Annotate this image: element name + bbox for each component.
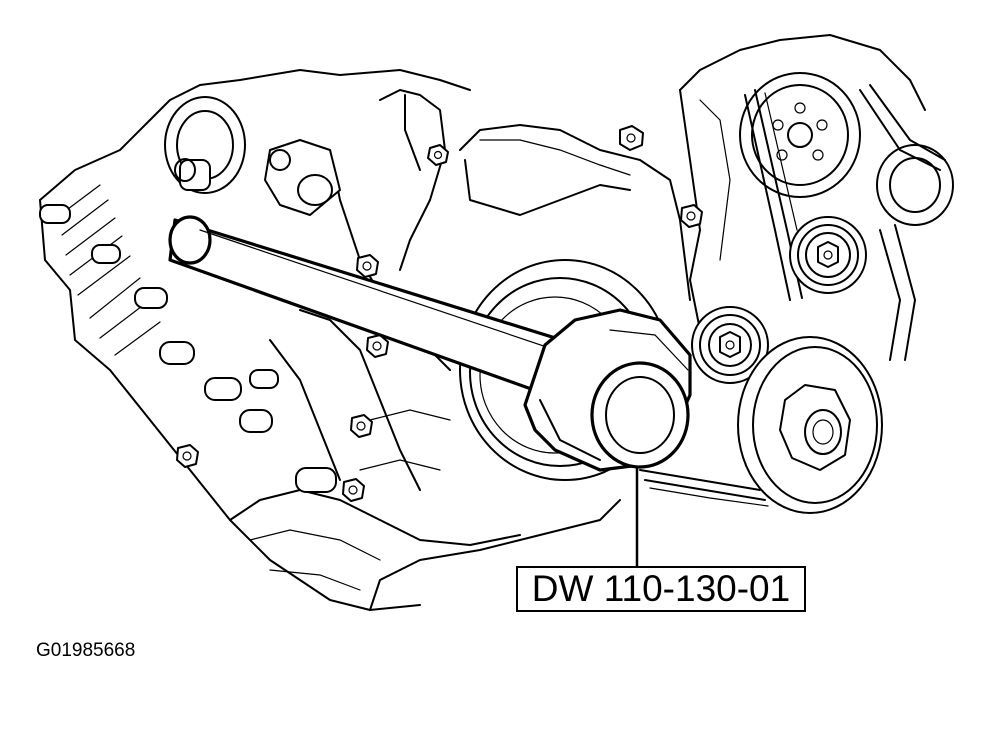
pulley-upper-right bbox=[739, 72, 861, 198]
studs bbox=[39, 204, 337, 493]
figure-id-caption: G01985668 bbox=[36, 640, 136, 661]
special-tool-handle bbox=[168, 215, 612, 412]
idler-pulley-upper-left bbox=[164, 96, 246, 194]
toothed-idler-pulley bbox=[789, 216, 867, 294]
tool-callout-label: DW 110-130-01 bbox=[516, 566, 806, 612]
bolt-head bbox=[342, 478, 365, 502]
toothed-idler-pulley-lower bbox=[691, 306, 769, 384]
bolt-head bbox=[619, 125, 644, 151]
bolt-heads bbox=[176, 125, 703, 502]
bolt-head bbox=[427, 144, 449, 166]
bolt-head bbox=[356, 254, 379, 278]
special-tool-socket bbox=[523, 308, 692, 472]
pulley-lower-right bbox=[737, 336, 883, 514]
bolt-head bbox=[176, 444, 199, 468]
bolt-head bbox=[680, 204, 703, 228]
belt-tensioner bbox=[264, 139, 341, 216]
bolt-head bbox=[350, 414, 373, 438]
